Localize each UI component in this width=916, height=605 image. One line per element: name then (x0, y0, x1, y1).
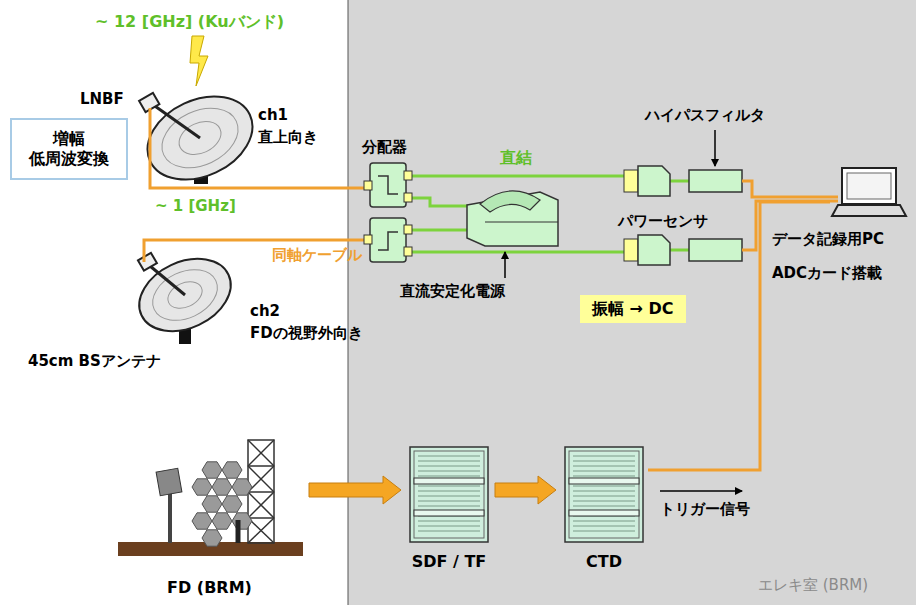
node-text: ADCカード搭載 (772, 264, 850, 283)
text-label: 同軸ケーブル (272, 246, 362, 265)
highlight-box: 振幅 → DC (580, 295, 686, 323)
text-label: ~ 12 [GHz] (Kuバンド) (95, 12, 284, 32)
edge-label: トリガー信号 (660, 500, 750, 519)
text-label: FDの視野外向き (250, 324, 363, 343)
text-label: 直結 (500, 148, 532, 168)
node-text: データ記録用PC (772, 230, 850, 249)
note-box: 増幅 低周波変換 (10, 118, 128, 180)
text-label: ハイパスフィルタ (645, 106, 765, 125)
leader-line (714, 130, 716, 166)
laptop (832, 168, 906, 216)
power-supply (467, 191, 558, 246)
pc-node: データ記録用PCADCカード搭載 (830, 166, 908, 218)
text-label: ch1 (258, 106, 288, 125)
connector (309, 476, 401, 504)
signal-bolt (190, 36, 208, 86)
connector (495, 476, 556, 504)
text-label: 直流安定化電源 (400, 282, 505, 301)
leader-line (504, 252, 506, 278)
text-label: LNBF (80, 90, 124, 109)
text-label: パワーセンサ (618, 212, 708, 231)
splitter (364, 163, 412, 262)
fd-node: FD (BRM) (112, 435, 307, 598)
rack-node: CTD (560, 445, 648, 572)
signal-arrow (660, 490, 742, 492)
text-label: ~ 1 [GHz] (155, 197, 236, 216)
node-text: FD (BRM) (167, 578, 252, 598)
dish-ch1 (134, 80, 266, 195)
rack-node: SDF / TF (405, 445, 493, 572)
text-label: エレキ室 (BRM) (758, 576, 868, 595)
fd-telescope (118, 440, 303, 556)
text-label: ch2 (250, 302, 280, 321)
electronics-rack (410, 447, 643, 542)
room-ground (348, 0, 916, 605)
text-label: 45cm BSアンテナ (28, 352, 161, 371)
text-label: 直上向き (258, 128, 318, 147)
node-text: 振幅 → DC (592, 299, 674, 319)
node-text: CTD (586, 552, 622, 572)
node-text: SDF / TF (412, 552, 487, 572)
node-text: 増幅 低周波変換 (18, 129, 120, 169)
text-label: 分配器 (362, 138, 407, 157)
signal-cable (742, 181, 838, 197)
